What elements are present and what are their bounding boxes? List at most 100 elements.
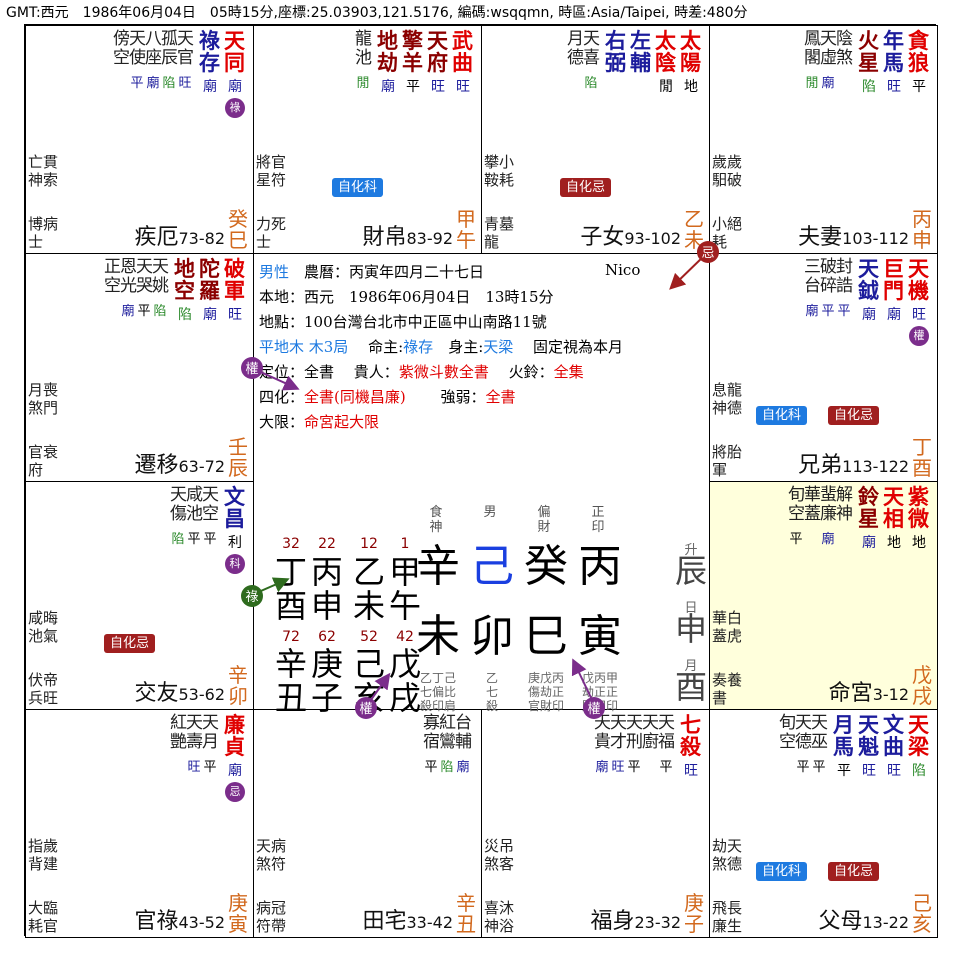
major-star-brightness: 旺 <box>887 763 901 779</box>
hidden-stem: 財印印 <box>581 699 618 713</box>
minor-star-brightness: 平 <box>424 760 438 775</box>
info-line-2: 本地：西元 1986年06月04日 13時15分 <box>259 288 554 306</box>
bazi-stem: 己 <box>470 541 514 592</box>
dayun-age: 1 <box>400 536 410 552</box>
major-star-brightness: 陷 <box>862 79 876 95</box>
god-label-upper: 煞符 <box>256 855 287 873</box>
minor-star-brightness: 陷 <box>584 76 598 91</box>
minor-star: 月德 <box>567 30 584 92</box>
god-label-lower: 喜沐 <box>484 899 515 917</box>
major-star: 文曲旺 <box>882 714 906 780</box>
god-label-upper: 池氣 <box>28 627 59 645</box>
major-star-brightness: 旺 <box>228 307 242 323</box>
palace-ganzhi: 丙申 <box>912 207 932 252</box>
palace-hai[interactable]: 天梁陷文曲旺天魁旺月馬平天巫平天德平旬空劫天煞德飛長廉生自化科自化忌父母13-2… <box>709 709 938 938</box>
minor-star-name: 封誥 <box>836 257 853 296</box>
minor-star-name: 天福 <box>658 713 675 752</box>
major-star-name: 天魁 <box>858 713 879 759</box>
minor-star-brightness: 閒 <box>805 76 819 91</box>
hua-badge: 祿 <box>225 98 245 118</box>
bazi-branch: 巳 <box>524 611 568 662</box>
info-line-5: 定位：全書 貴人：紫微斗數全書 火鈴：全集 <box>259 363 584 381</box>
major-stars: 武曲旺天府旺擎羊平地劫廟 <box>375 30 475 96</box>
major-star-brightness: 旺 <box>684 763 698 779</box>
minor-star-brightness: 平 <box>187 532 201 547</box>
god-label-upper: 亡貫 <box>28 153 59 171</box>
minor-star-brightness: 平 <box>203 760 217 775</box>
major-star-name: 天同 <box>224 29 245 75</box>
minor-star-brightness: 閒 <box>356 76 370 91</box>
dayun-pillar: 丁 <box>275 553 308 591</box>
hua-badge: 權 <box>909 326 929 346</box>
shishen-top: 偏財 <box>537 505 551 535</box>
god-label-lower: 兵旺 <box>28 689 59 707</box>
minor-star-name: 天壽 <box>186 713 203 752</box>
palace-title: 福身 <box>590 909 635 934</box>
palace-title: 夫妻 <box>798 225 843 250</box>
minor-star-name: 天月 <box>202 713 219 752</box>
minor-star-name: 台輔 <box>455 713 472 752</box>
major-star: 紫微地 <box>907 486 931 552</box>
minor-star-name: 旬空 <box>779 713 796 752</box>
god-label-lower: 博病 <box>28 215 59 233</box>
palace-age-range: 113-122 <box>842 457 909 476</box>
palace-name: 官祿43-52 <box>134 910 225 935</box>
major-star-brightness: 平 <box>406 79 420 95</box>
minor-star-brightness: 廟 <box>146 76 160 91</box>
major-star-name: 年馬 <box>883 29 904 75</box>
palace-ganzhi: 庚子 <box>684 891 704 936</box>
minor-star-name: 紅艷 <box>170 713 187 752</box>
god-label-lower: 小絕 <box>712 215 743 233</box>
palace-age-range: 83-92 <box>406 229 454 248</box>
bazi-stem: 丙 <box>578 541 622 592</box>
hidden-stem: 七偏比 <box>419 685 456 699</box>
minor-star: 蜚廉廟 <box>820 486 837 548</box>
palace-you[interactable]: 天機旺權巨門廟天鉞廟封誥平破碎平三台廟息龍神德將胎軍自化科自化忌兄弟113-12… <box>709 253 938 482</box>
palace-age-range: 103-112 <box>842 229 909 248</box>
god-label-lower: 龍 <box>484 233 500 251</box>
minor-star-name: 八座 <box>145 29 162 68</box>
major-stars: 太陽地太陰閒左輔右弼 <box>603 30 703 96</box>
major-stars: 廉貞廟忌 <box>222 714 247 802</box>
major-star-name: 貪狼 <box>908 29 929 75</box>
major-star: 鈴星廟 <box>857 486 881 552</box>
minor-star: 紅鸞陷 <box>439 713 456 776</box>
minor-star: 天傷陷 <box>170 486 187 548</box>
god-label-upper: 鞍耗 <box>484 171 515 189</box>
minor-star-brightness: 陷 <box>153 304 167 319</box>
major-star-name: 天相 <box>883 485 904 531</box>
god-label-upper: 指歲 <box>28 837 59 855</box>
minor-star-name: 紅鸞 <box>439 713 456 752</box>
god-label-upper: 煞客 <box>484 855 515 873</box>
hidden-stem: 乙丁己 <box>419 671 456 685</box>
dayun-pillar: 申 <box>311 587 344 625</box>
god-label-lower: 青墓 <box>484 215 515 233</box>
major-star-name: 右弼 <box>605 29 626 75</box>
major-stars: 文昌利科 <box>222 486 247 574</box>
palace-title: 遷移 <box>134 453 179 478</box>
minor-star-name: 天哭 <box>136 257 153 296</box>
minor-star: 陰煞 <box>836 30 853 92</box>
header-text: GMT:西元 1986年06月04日 05時15分,座標:25.03903,12… <box>6 5 748 21</box>
palace-age-range: 3-12 <box>872 685 909 704</box>
major-star-brightness: 平 <box>912 79 926 95</box>
minor-star-brightness: 廟 <box>121 304 135 319</box>
god-label-lower: 廉生 <box>712 917 743 935</box>
major-star-name: 祿存 <box>199 29 220 75</box>
god-label-lower: 書 <box>712 689 728 707</box>
god-label-lower: 官衰 <box>28 443 59 461</box>
self-transform-tag: 自化忌 <box>828 406 880 425</box>
dayun-age: 22 <box>318 536 336 552</box>
god-label-lower: 士 <box>256 233 272 251</box>
